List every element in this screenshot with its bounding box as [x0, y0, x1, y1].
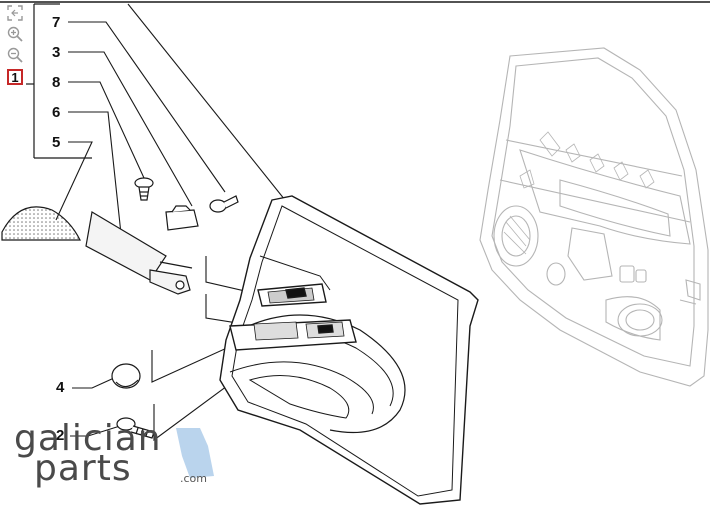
leader-6 — [68, 111, 125, 263]
part-4-round-plug — [111, 363, 141, 389]
part-5-speaker-grille — [1, 206, 81, 241]
leader-lines — [55, 3, 293, 442]
callout-6[interactable]: 6 — [52, 104, 61, 121]
fit-screen-icon[interactable] — [6, 4, 24, 22]
selected-part-indicator[interactable]: 1 — [7, 69, 23, 85]
leader-4 — [72, 377, 115, 389]
callout-3[interactable]: 3 — [52, 44, 61, 61]
part-3-cover-cap — [165, 205, 199, 231]
watermark-line-1: galician — [14, 418, 162, 459]
leader-switch-a — [205, 256, 259, 295]
galicianparts-watermark: galician parts .com — [12, 418, 212, 490]
part-7-fastener-pin — [209, 195, 239, 213]
part-6-pull-bracket — [85, 211, 193, 295]
leader-3 — [68, 51, 193, 207]
watermark-suffix: .com — [180, 472, 207, 485]
zoom-out-icon[interactable] — [6, 46, 24, 64]
leader-5 — [55, 141, 93, 221]
callout-4[interactable]: 4 — [56, 379, 65, 396]
leader-7 — [68, 21, 226, 193]
part-2-screw — [116, 417, 155, 439]
viewer-toolbar: 1 — [4, 4, 26, 85]
part-8-push-clip — [134, 177, 154, 201]
door-frame-outline — [479, 47, 709, 387]
watermark-line-2: parts — [34, 448, 132, 489]
callout-8[interactable]: 8 — [52, 74, 61, 91]
leader-1 — [127, 3, 286, 201]
watermark-accent-shape — [176, 428, 214, 478]
part-1-door-trim-panel — [219, 195, 479, 505]
callout-7[interactable]: 7 — [52, 14, 61, 31]
zoom-in-icon[interactable] — [6, 25, 24, 43]
callout-5[interactable]: 5 — [52, 134, 61, 151]
callout-2[interactable]: 2 — [56, 427, 65, 444]
leader-8 — [68, 81, 145, 179]
leader-2 — [70, 425, 121, 437]
callout-bracket — [26, 3, 92, 159]
